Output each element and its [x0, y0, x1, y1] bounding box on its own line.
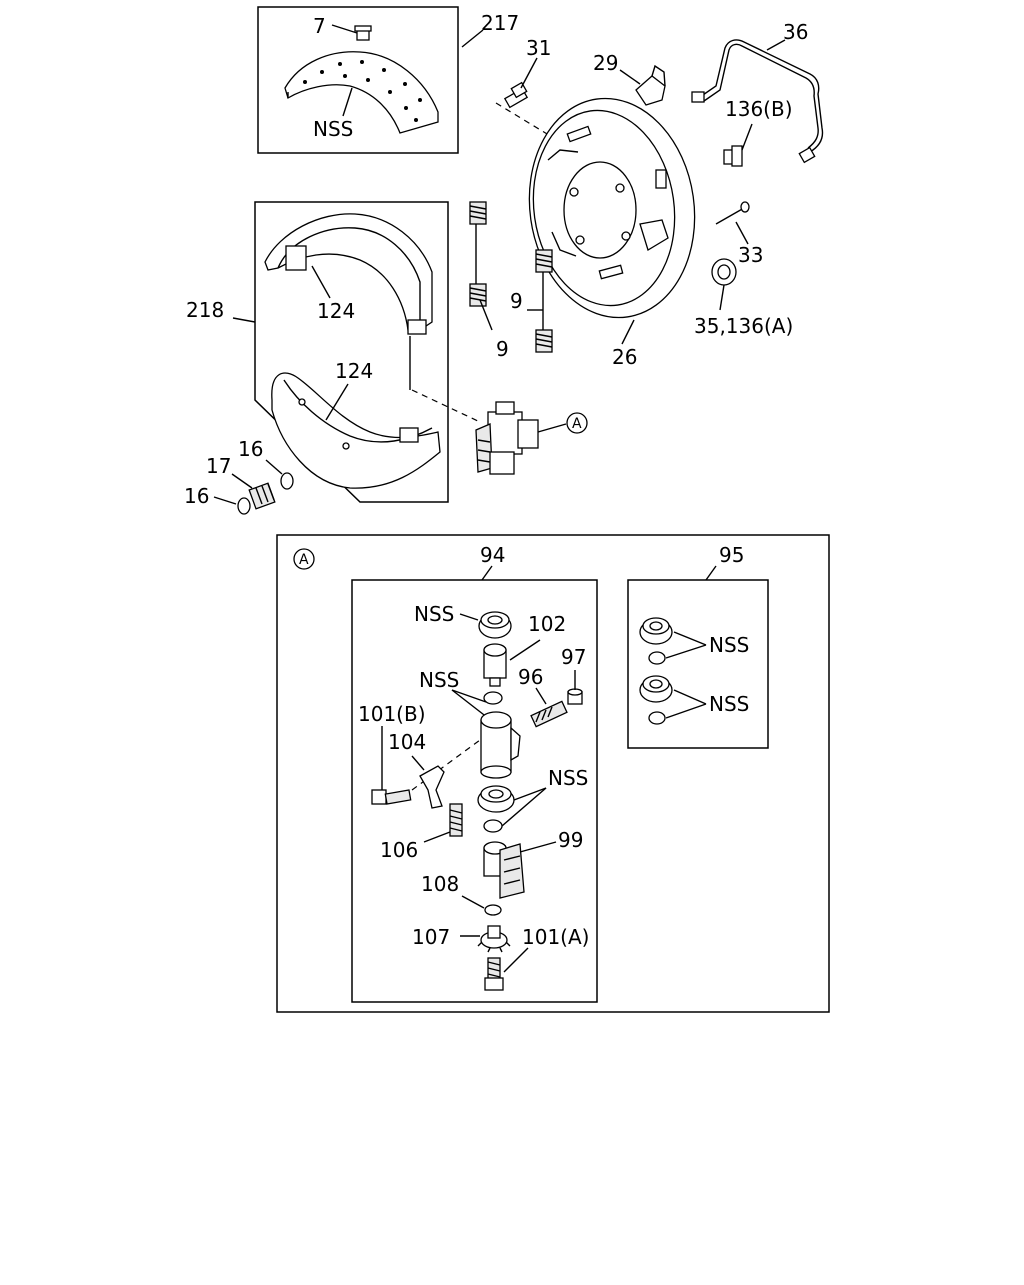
label-7: 7 [313, 14, 326, 38]
label-217: 217 [481, 11, 519, 35]
spring-part-106 [449, 803, 463, 837]
label-124-upper: 124 [317, 299, 355, 323]
detail-a-box [276, 534, 830, 1013]
label-nss-94-low: NSS [548, 766, 588, 790]
brake-lining-part [284, 51, 439, 134]
brake-pipe-part-36 [691, 39, 824, 164]
callout-a-main-letter: A [572, 416, 582, 432]
lining-kit-box [257, 6, 459, 154]
label-101b: 101(B) [358, 702, 426, 726]
label-9-upper: 9 [510, 289, 523, 313]
label-96: 96 [518, 665, 543, 689]
label-97: 97 [561, 645, 586, 669]
label-31: 31 [526, 36, 551, 60]
label-16-upper: 16 [238, 437, 263, 461]
star-wheel-part-107 [477, 925, 511, 953]
bolt-part-31 [503, 81, 529, 109]
labels: 7 217 NSS 31 29 36 136(B) 33 35,136(A) 2… [184, 11, 808, 949]
label-nss-94-mid: NSS [419, 668, 459, 692]
pin-part-33 [715, 201, 750, 225]
backing-plate-part [528, 97, 696, 319]
rivet-part [354, 25, 372, 41]
label-nss-lining: NSS [313, 117, 353, 141]
label-9-lower: 9 [496, 337, 509, 361]
label-94: 94 [480, 543, 505, 567]
upper-brake-shoe [264, 213, 433, 335]
lower-brake-shoe [271, 372, 441, 489]
label-26: 26 [612, 345, 637, 369]
screw-part-101a [484, 957, 504, 991]
label-29: 29 [593, 51, 618, 75]
callout-a-main [566, 412, 588, 434]
label-102: 102 [528, 612, 566, 636]
plug-part-35 [711, 258, 737, 286]
wheel-cylinder-part [475, 401, 539, 475]
callout-a-detail-letter: A [299, 552, 309, 568]
bracket-part-29 [635, 64, 666, 106]
seal-ring-part [483, 691, 503, 705]
piston-cup-top [478, 611, 512, 639]
label-95: 95 [719, 543, 744, 567]
repair-cups-95 [639, 617, 673, 725]
label-124-lower: 124 [335, 359, 373, 383]
label-35-136a: 35,136(A) [694, 314, 793, 338]
fitting-part-136b [723, 145, 743, 167]
label-16-lower: 16 [184, 484, 209, 508]
label-nss-94-top: NSS [414, 602, 454, 626]
label-nss-95-b: NSS [709, 692, 749, 716]
kit-95-box [627, 579, 769, 749]
lining-kit-group [257, 6, 484, 154]
label-33: 33 [738, 243, 763, 267]
label-108: 108 [421, 872, 459, 896]
piston-part-102 [483, 643, 507, 687]
adjuster-parts [237, 472, 294, 515]
label-99: 99 [558, 828, 583, 852]
detail-a-group [276, 534, 830, 1013]
label-136b: 136(B) [725, 97, 793, 121]
adjuster-part-99 [483, 841, 525, 899]
kit-94-box [351, 579, 598, 1003]
bleeder-screw-part-96 [530, 700, 568, 728]
lever-part-104 [419, 765, 445, 809]
label-107: 107 [412, 925, 450, 949]
label-17: 17 [206, 454, 231, 478]
washer-part-108 [484, 904, 502, 916]
label-101a: 101(A) [522, 925, 589, 949]
label-218: 218 [186, 298, 224, 322]
label-106: 106 [380, 838, 418, 862]
cylinder-body-part [480, 711, 521, 779]
callout-a-detail [293, 548, 315, 570]
bleeder-cap-part-97 [567, 688, 583, 705]
bolt-part-101b [371, 789, 412, 805]
seal-ring-lower [483, 819, 503, 833]
piston-cup-lower [477, 785, 515, 813]
label-nss-95-a: NSS [709, 633, 749, 657]
brake-shoe-box [254, 201, 449, 503]
springs-part-9 [469, 201, 553, 353]
brake-shoe-group [232, 201, 449, 503]
label-36: 36 [783, 20, 808, 44]
label-104: 104 [388, 730, 426, 754]
